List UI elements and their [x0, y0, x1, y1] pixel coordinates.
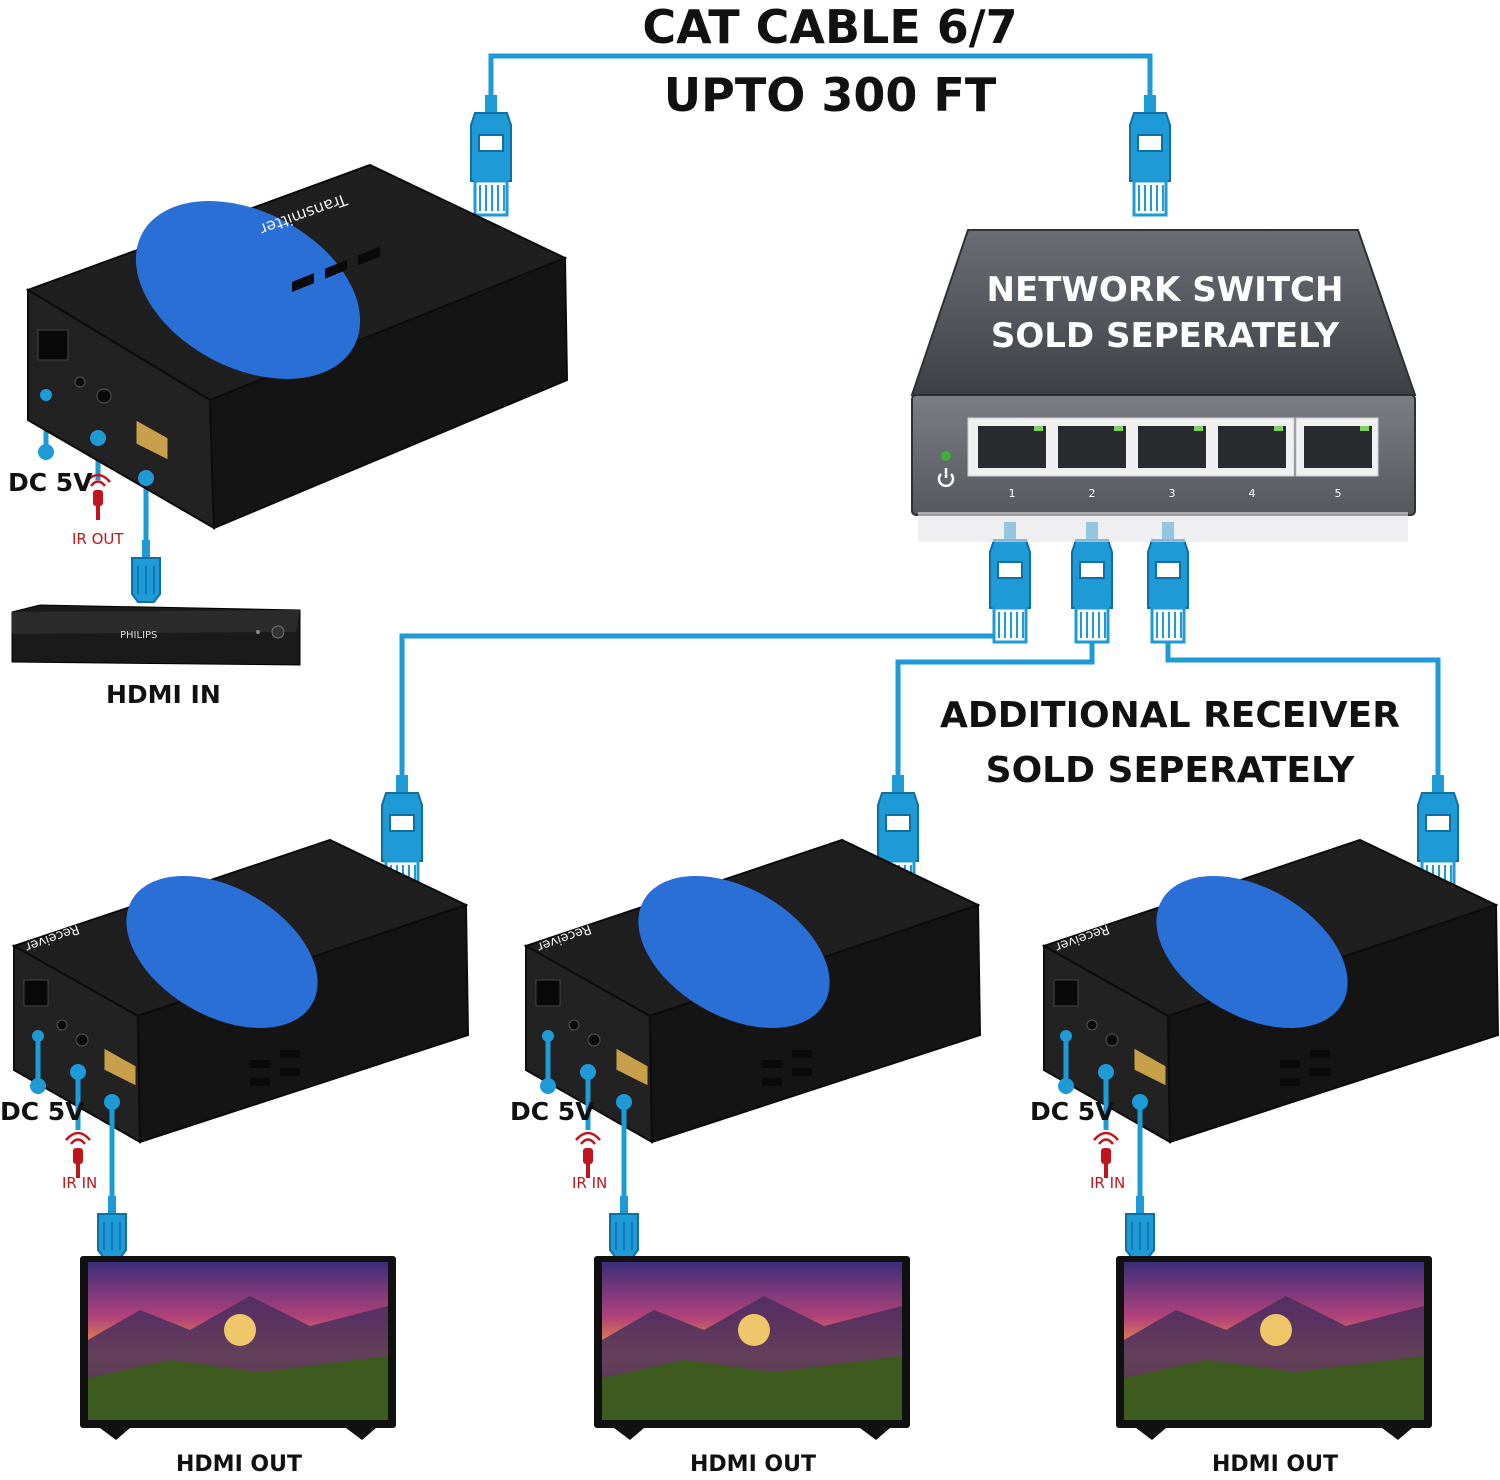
receiver-device: [1041, 838, 1500, 1144]
network-switch: 1 2 3 4 5: [910, 229, 1417, 542]
tv-display: [80, 1256, 396, 1440]
source-brand: PHILIPS: [120, 630, 158, 641]
additional-receiver-line1: ADDITIONAL RECEIVER: [940, 695, 1400, 736]
hdmi-connector-icon: [97, 1195, 127, 1259]
power-icon: [937, 468, 955, 488]
hdmi-connector-icon: [609, 1195, 639, 1259]
ir-sensor-icon: [64, 1131, 92, 1180]
receiver-dc-label: DC 5V: [1030, 1097, 1115, 1126]
tv-display: [594, 1256, 910, 1440]
receiver-port-cables: [1058, 1030, 1148, 1200]
receiver-port-cables: [30, 1030, 120, 1200]
switch-ports: [967, 417, 1379, 477]
receiver-device: [523, 838, 982, 1144]
tv-display: [1116, 1256, 1432, 1440]
hdmi-connector-icon: [131, 539, 161, 603]
cable-title-line2: UPTO 300 FT: [663, 68, 997, 122]
switch-port-number: 2: [1089, 487, 1096, 500]
receiver-output-label: HDMI OUT: [690, 1452, 816, 1477]
switch-label-line2: SOLD SEPERATELY: [990, 316, 1340, 356]
receiver-ir-label: IR IN: [572, 1174, 608, 1192]
port-numbers: 1 2 3 4 5: [1009, 487, 1342, 500]
ir-sensor-icon: [1092, 1131, 1120, 1180]
transmitter-device: [25, 163, 569, 530]
switch-port-number: 5: [1335, 487, 1342, 500]
receiver-device: [11, 838, 470, 1144]
switch-port-number: 4: [1249, 487, 1256, 500]
receiver-dc-label: DC 5V: [0, 1097, 85, 1126]
receiver-output-label: HDMI OUT: [176, 1452, 302, 1477]
receiver-ir-label: IR IN: [62, 1174, 98, 1192]
source-label: HDMI IN: [106, 680, 221, 709]
additional-receiver-line2: SOLD SEPERATELY: [985, 750, 1355, 791]
receiver-ir-label: IR IN: [1090, 1174, 1126, 1192]
ir-sensor-icon: [574, 1131, 602, 1180]
switch-port-number: 3: [1169, 487, 1176, 500]
receiver-port-cables: [540, 1030, 632, 1200]
transmitter-ir-label: IR OUT: [72, 530, 124, 548]
power-led: [941, 451, 951, 461]
switch-label-line1: NETWORK SWITCH: [986, 270, 1344, 310]
source-player: [11, 604, 301, 666]
receiver-output-label: HDMI OUT: [1212, 1452, 1338, 1477]
transmitter-dc-label: DC 5V: [8, 468, 93, 497]
hdmi-connector-icon: [1125, 1195, 1155, 1259]
receiver-dc-label: DC 5V: [510, 1097, 595, 1126]
switch-port-number: 1: [1009, 487, 1016, 500]
cable-title-line1: CAT CABLE 6/7: [642, 0, 1018, 54]
